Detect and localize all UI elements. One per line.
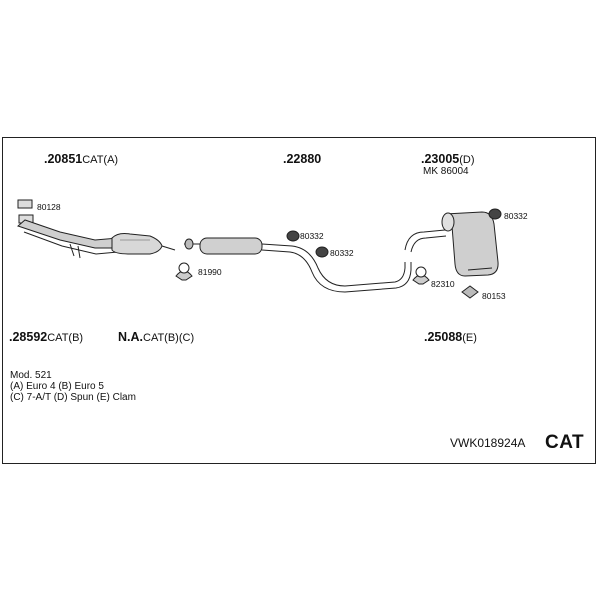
part-28592: .28592CAT(B): [9, 330, 84, 344]
hanger-icons: [175, 208, 502, 299]
part-80332-b: 80332: [330, 248, 354, 258]
part-25088: .25088(E): [424, 330, 477, 344]
mk-label: MK 86004: [423, 166, 469, 177]
part-80153: 80153: [482, 291, 506, 301]
part-23005: .23005(D): [421, 152, 475, 166]
middle-pipe: [184, 237, 412, 293]
part-81990: 81990: [198, 267, 222, 277]
part-80332-a: 80332: [300, 231, 324, 241]
part-na: N.A.CAT(B)(C): [118, 330, 195, 344]
kit-code: VWK018924A: [450, 436, 526, 450]
part-82310: 82310: [431, 279, 455, 289]
legend-notes: Mod. 521 (A) Euro 4 (B) Euro 5 (C) 7-A/T…: [10, 370, 136, 403]
diagram-frame: [2, 137, 596, 464]
part-80332-c: 80332: [504, 211, 528, 221]
note-line-1: (A) Euro 4 (B) Euro 5: [10, 381, 104, 392]
part-80128: 80128: [37, 202, 61, 212]
note-line-2: (C) 7-A/T (D) Spun (E) Clam: [10, 392, 136, 403]
front-pipe-cat: [17, 199, 176, 259]
part-20851: .20851CAT(A): [44, 152, 119, 166]
cat-label: CAT: [545, 432, 585, 453]
model-note: Mod. 521: [10, 370, 52, 381]
part-22880: .22880: [283, 152, 322, 166]
rear-silencer: [404, 211, 499, 277]
